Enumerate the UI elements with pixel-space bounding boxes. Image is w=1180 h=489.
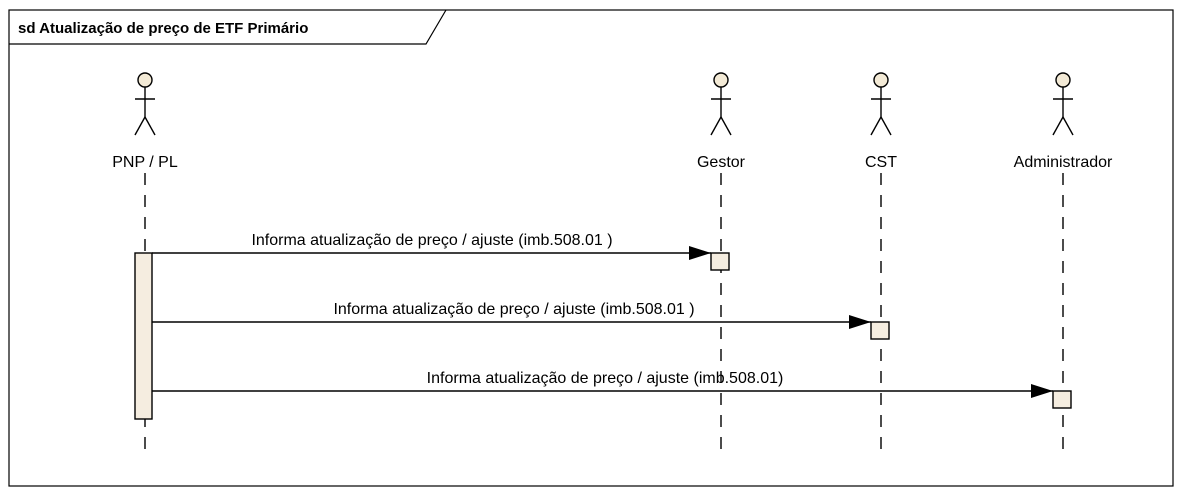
activation-cst bbox=[870, 321, 890, 340]
actor-head-icon bbox=[137, 72, 153, 88]
message-label-3: Informa atualização de preço / ajuste (i… bbox=[427, 370, 784, 387]
message-1: Informa atualização de preço / ajuste (i… bbox=[152, 232, 711, 260]
message-label-1: Informa atualização de preço / ajuste (i… bbox=[251, 232, 612, 249]
message-label-2: Informa atualização de preço / ajuste (i… bbox=[333, 301, 694, 318]
arrow-head-icon bbox=[689, 246, 711, 260]
actor-head-icon bbox=[1055, 72, 1071, 88]
actor-label-pnp-pl: PNP / PL bbox=[112, 154, 178, 171]
actor-head-icon bbox=[713, 72, 729, 88]
frame-title: sd Atualização de preço de ETF Primário bbox=[18, 20, 308, 37]
arrow-head-icon bbox=[1031, 384, 1053, 398]
arrow-head-icon bbox=[849, 315, 871, 329]
message-2: Informa atualização de preço / ajuste (i… bbox=[152, 301, 871, 329]
activation-pnp-pl bbox=[134, 252, 153, 420]
actor-cst: CST bbox=[865, 72, 897, 171]
actor-label-administrador: Administrador bbox=[1014, 154, 1113, 171]
actor-gestor: Gestor bbox=[697, 72, 746, 171]
actor-label-cst: CST bbox=[865, 154, 897, 171]
message-3: Informa atualização de preço / ajuste (i… bbox=[152, 370, 1053, 398]
activation-administrador bbox=[1052, 390, 1072, 409]
actor-head-icon bbox=[873, 72, 889, 88]
activation-gestor bbox=[710, 252, 730, 271]
frame-title-tab bbox=[9, 9, 447, 45]
actor-label-gestor: Gestor bbox=[697, 154, 746, 171]
actor-pnp-pl: PNP / PL bbox=[112, 72, 178, 171]
diagram-frame bbox=[8, 9, 1174, 487]
actor-administrador: Administrador bbox=[1014, 72, 1113, 171]
